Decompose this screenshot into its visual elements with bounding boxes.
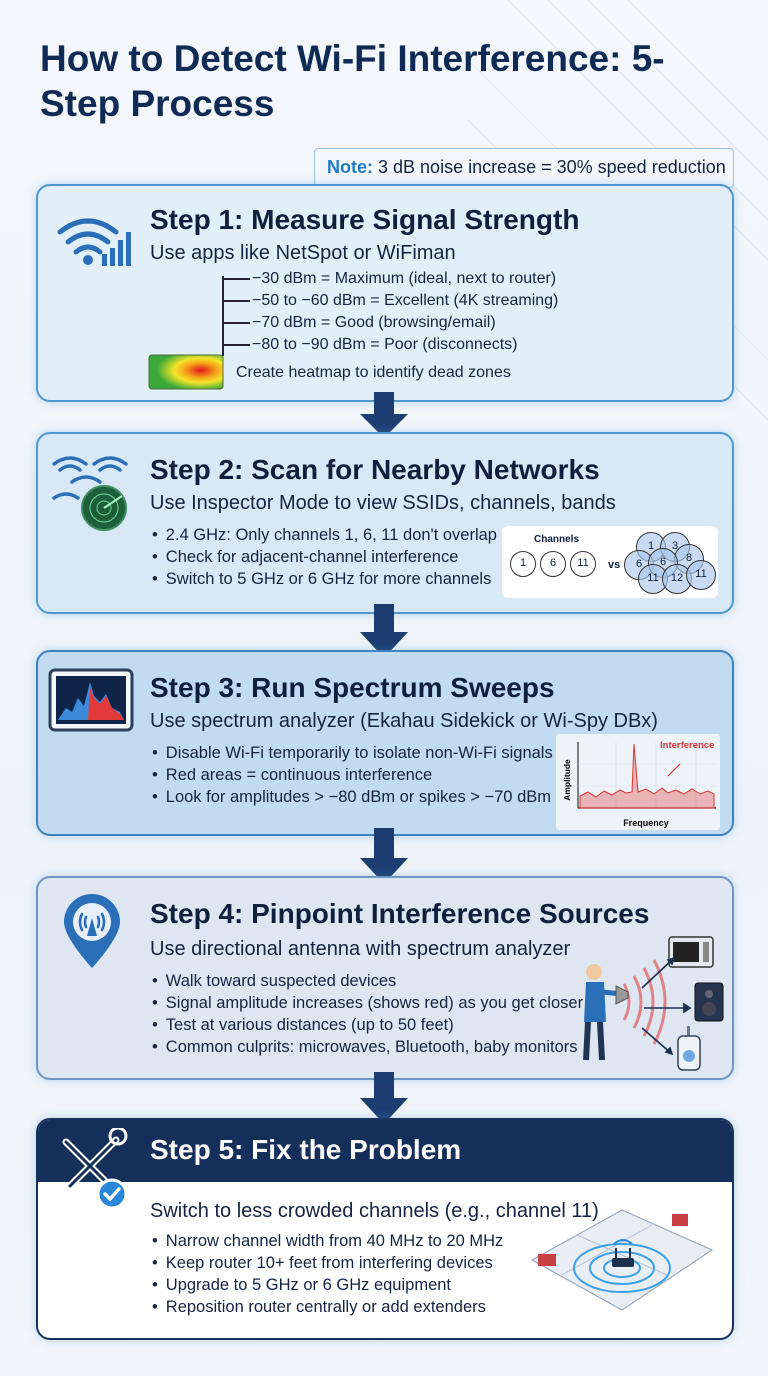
wifi-signal-icon bbox=[57, 218, 131, 266]
chart-annotation: Interference bbox=[660, 740, 714, 751]
note-box: Note: 3 dB noise increase = 30% speed re… bbox=[314, 148, 734, 188]
note-label: Note: bbox=[327, 157, 373, 177]
channels-label: Channels bbox=[534, 534, 580, 545]
step-1-title: Step 1: Measure Signal Strength bbox=[150, 204, 580, 235]
microwave-icon bbox=[668, 936, 714, 968]
list-item: Keep router 10+ feet from interfering de… bbox=[152, 1254, 503, 1276]
level-item: −70 dBm = Good (browsing/email) bbox=[222, 314, 496, 336]
baby-monitor-icon bbox=[677, 1026, 701, 1071]
step-2-title: Step 2: Scan for Nearby Networks bbox=[150, 454, 600, 485]
vs-label: vs bbox=[608, 559, 621, 571]
step-4-subtitle: Use directional antenna with spectrum an… bbox=[150, 938, 571, 960]
step-3-subtitle: Use spectrum analyzer (Ekahau Sidekick o… bbox=[150, 710, 658, 732]
step-2-subtitle: Use Inspector Mode to view SSIDs, channe… bbox=[150, 492, 616, 514]
step-1-card: Step 1: Measure Signal Strength Use apps… bbox=[36, 184, 734, 402]
step-5-title: Step 5: Fix the Problem bbox=[150, 1134, 462, 1165]
signal-arrows-icon bbox=[641, 956, 692, 1056]
step-2-bullets: 2.4 GHz: Only channels 1, 6, 11 don't ov… bbox=[152, 526, 497, 592]
spectrum-chart: Amplitude Frequency Interference bbox=[556, 734, 720, 830]
down-arrow-icon bbox=[360, 392, 408, 438]
step-4-card: Step 4: Pinpoint Interference Sources Us… bbox=[36, 876, 734, 1080]
list-item: Check for adjacent-channel interference bbox=[152, 548, 497, 570]
list-item: Signal amplitude increases (shows red) a… bbox=[152, 994, 583, 1016]
heatmap-icon bbox=[148, 354, 224, 390]
list-item: Common culprits: microwaves, Bluetooth, … bbox=[152, 1038, 583, 1060]
page-title: How to Detect Wi-Fi Interference: 5-Step… bbox=[40, 38, 665, 124]
tree-connector bbox=[222, 276, 224, 356]
list-item: Reposition router centrally or add exten… bbox=[152, 1298, 503, 1320]
list-item: Narrow channel width from 40 MHz to 20 M… bbox=[152, 1232, 503, 1254]
signal-levels-tree: −30 dBm = Maximum (ideal, next to router… bbox=[222, 270, 592, 360]
step-5-subtitle: Switch to less crowded channels (e.g., c… bbox=[150, 1200, 599, 1222]
channel-circle: 1 bbox=[510, 551, 536, 577]
wifi-radar-icon bbox=[52, 456, 128, 531]
level-item: −50 to −60 dBm = Excellent (4K streaming… bbox=[222, 292, 558, 314]
list-item: Switch to 5 GHz or 6 GHz for more channe… bbox=[152, 570, 497, 592]
step-4-title: Step 4: Pinpoint Interference Sources bbox=[150, 898, 650, 929]
down-arrow-icon bbox=[360, 828, 408, 884]
router-floorplan-icon bbox=[530, 1209, 714, 1311]
step-2-card: Step 2: Scan for Nearby Networks Use Ins… bbox=[36, 432, 734, 614]
list-item: Disable Wi-Fi temporarily to isolate non… bbox=[152, 744, 553, 766]
step-3-bullets: Disable Wi-Fi temporarily to isolate non… bbox=[152, 744, 553, 810]
spectrum-monitor-icon bbox=[48, 668, 134, 732]
person-with-antenna-icon bbox=[583, 959, 667, 1061]
list-item: Upgrade to 5 GHz or 6 GHz equipment bbox=[152, 1276, 503, 1298]
level-item: −30 dBm = Maximum (ideal, next to router… bbox=[222, 270, 556, 292]
list-item: Look for amplitudes > −80 dBm or spikes … bbox=[152, 788, 553, 810]
step-1-subtitle: Use apps like NetSpot or WiFiman bbox=[150, 242, 456, 264]
location-antenna-icon bbox=[64, 894, 120, 968]
down-arrow-icon bbox=[360, 1072, 408, 1124]
tools-check-icon bbox=[62, 1128, 128, 1210]
list-item: Red areas = continuous interference bbox=[152, 766, 553, 788]
down-arrow-icon bbox=[360, 604, 408, 658]
channels-diagram: Channels 1 6 11 vs 1 3 6 8 6 11 12 11 bbox=[502, 526, 718, 598]
list-item: Test at various distances (up to 50 feet… bbox=[152, 1016, 583, 1038]
speaker-icon bbox=[694, 982, 724, 1022]
step-3-title: Step 3: Run Spectrum Sweeps bbox=[150, 672, 555, 703]
heatmap-text: Create heatmap to identify dead zones bbox=[236, 364, 511, 381]
step-3-card: Step 3: Run Spectrum Sweeps Use spectrum… bbox=[36, 650, 734, 836]
list-item: Walk toward suspected devices bbox=[152, 972, 583, 994]
step-5-card: Step 5: Fix the Problem Switch to less c… bbox=[36, 1118, 734, 1340]
overlap-circle: 11 bbox=[686, 560, 716, 590]
step-5-bullets: Narrow channel width from 40 MHz to 20 M… bbox=[152, 1232, 503, 1320]
list-item: 2.4 GHz: Only channels 1, 6, 11 don't ov… bbox=[152, 526, 497, 548]
chart-ylabel: Amplitude bbox=[562, 759, 572, 801]
step-5-header bbox=[38, 1120, 732, 1182]
note-text: 3 dB noise increase = 30% speed reductio… bbox=[378, 157, 726, 177]
step-4-bullets: Walk toward suspected devices Signal amp… bbox=[152, 972, 583, 1060]
channel-circle: 11 bbox=[570, 551, 596, 577]
chart-xlabel: Frequency bbox=[623, 818, 669, 828]
channel-circle: 6 bbox=[540, 551, 566, 577]
level-item: −80 to −90 dBm = Poor (disconnects) bbox=[222, 336, 517, 358]
